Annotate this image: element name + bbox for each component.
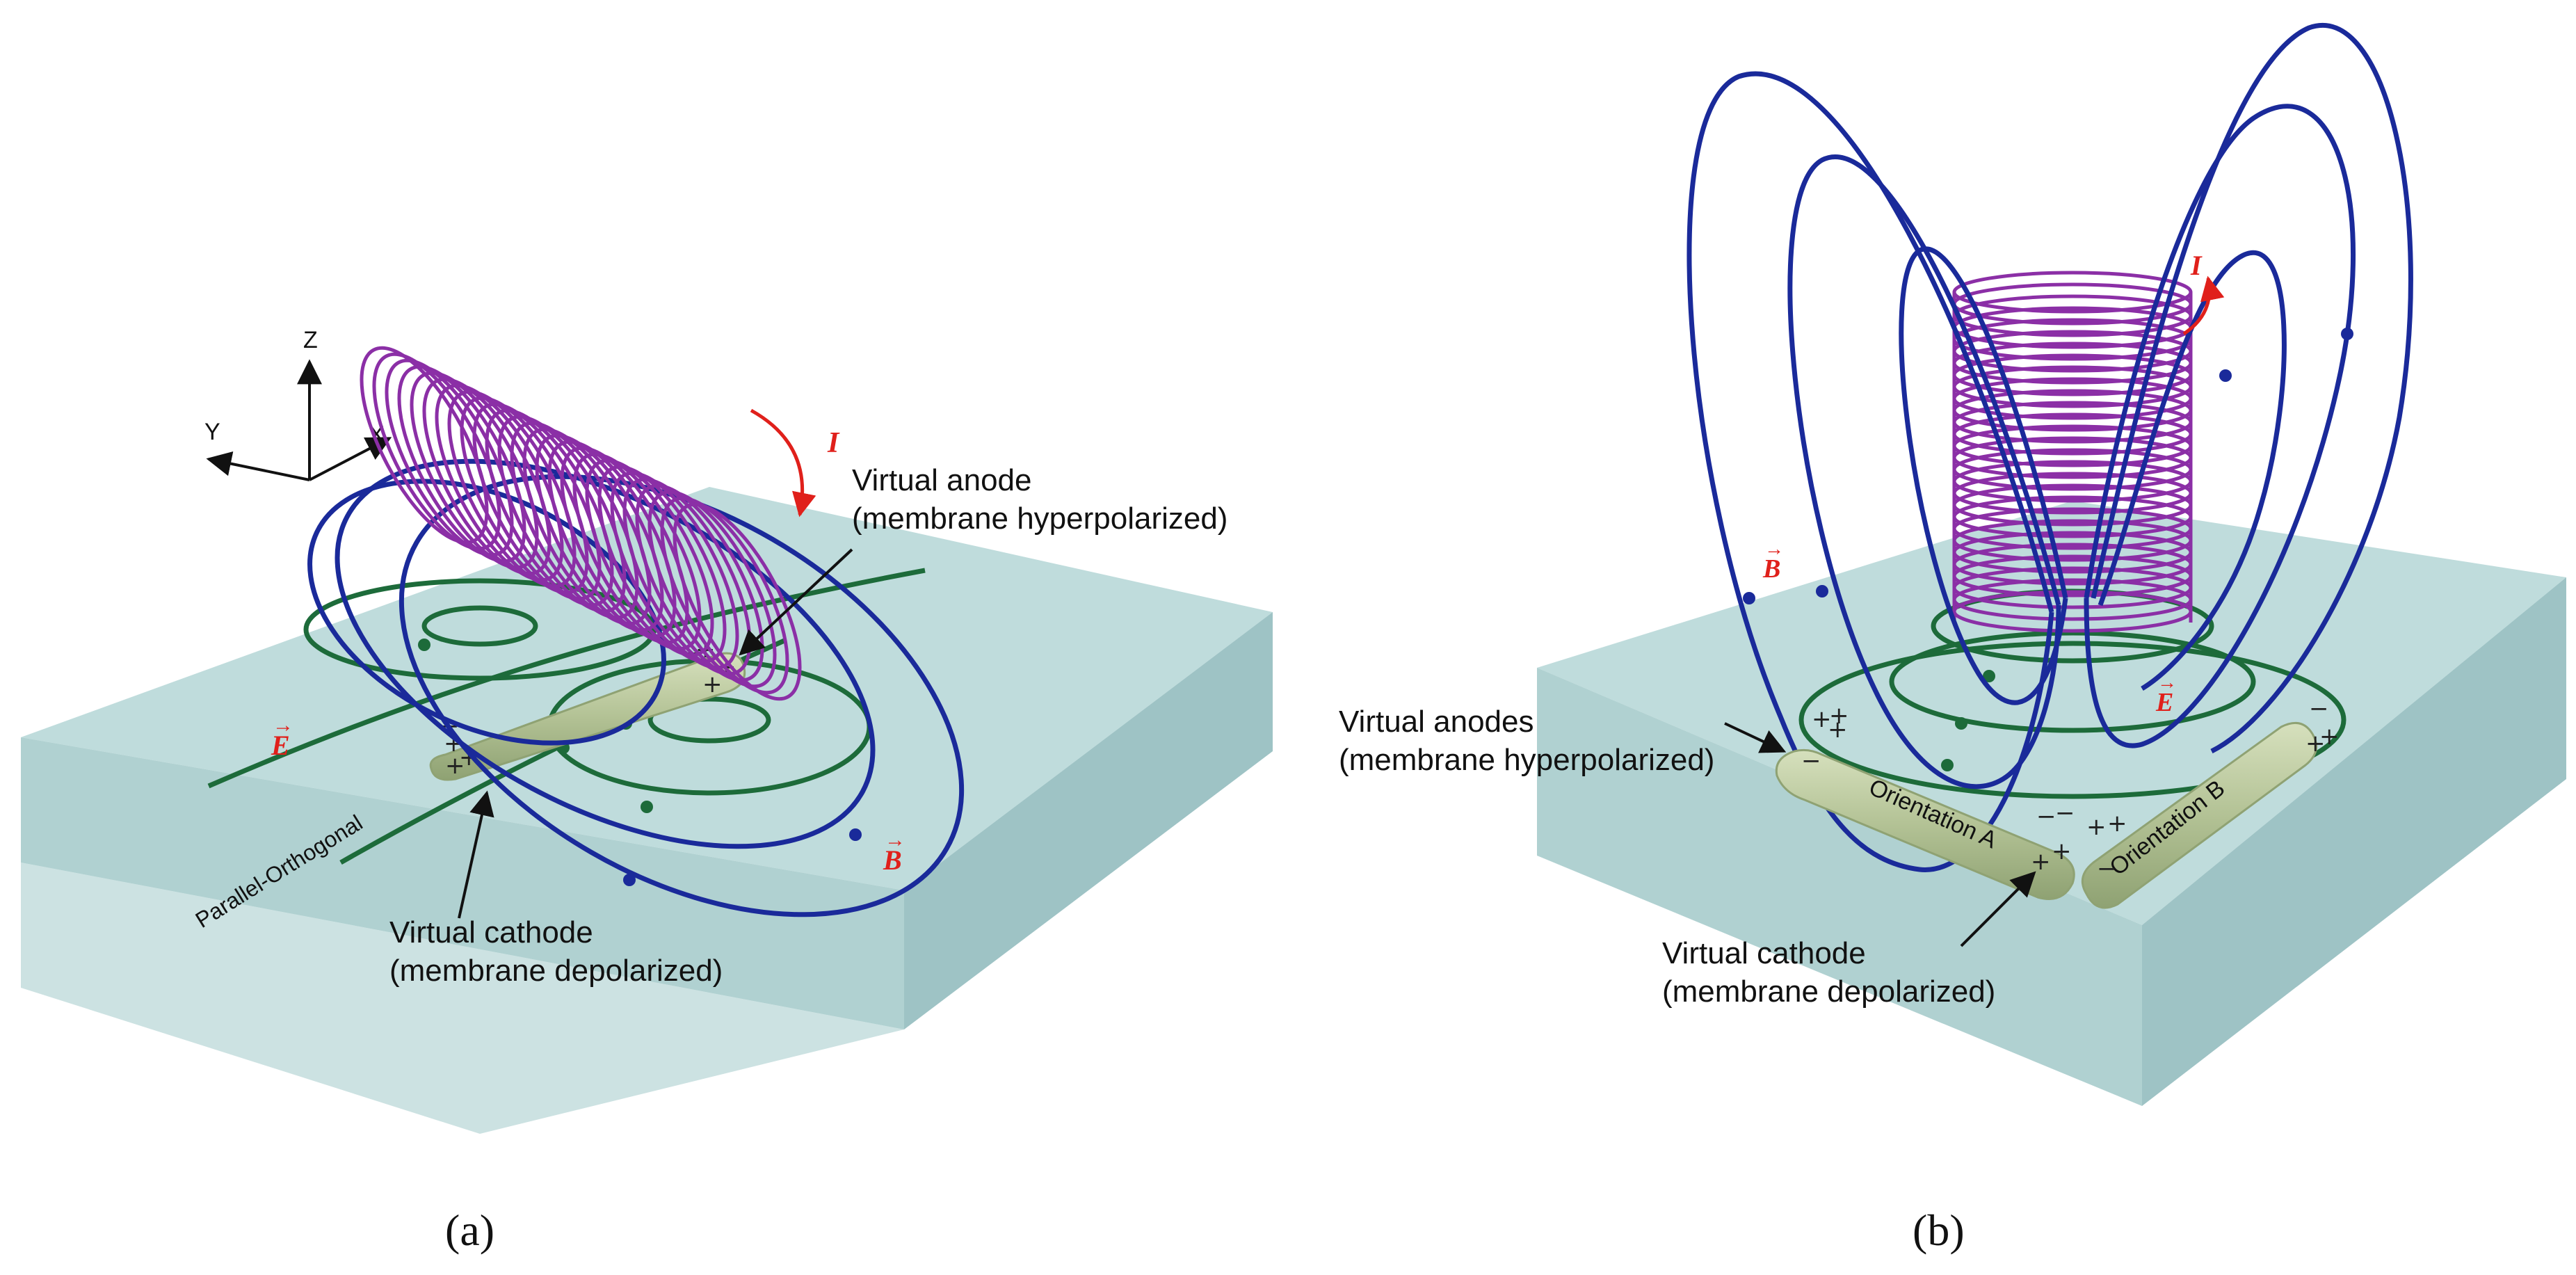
cathode-pointer-b bbox=[1960, 871, 2036, 947]
coil-turn bbox=[660, 496, 789, 695]
anodes-label-line1-b: Virtual anodes bbox=[1339, 705, 1534, 739]
cathode-label-line2-b: (membrane depolarized) bbox=[1662, 975, 1995, 1009]
e-field-arrows-b bbox=[1941, 670, 1995, 771]
svg-text:+: + bbox=[2052, 837, 2072, 865]
b-field-lines-b bbox=[1687, 23, 2413, 872]
cathode-label-line2-a: (membrane depolarized) bbox=[389, 954, 723, 988]
b-field-arrows-b bbox=[1743, 328, 2353, 604]
coil-turn bbox=[647, 490, 777, 689]
tissue-block-b bbox=[1537, 501, 2566, 1106]
svg-text:+: + bbox=[2086, 813, 2107, 841]
svg-text:−: − bbox=[2055, 799, 2075, 827]
coil-turn bbox=[1952, 460, 2193, 503]
anode-label-line2-a: (membrane hyperpolarized) bbox=[852, 502, 1227, 536]
coil-turn bbox=[635, 483, 764, 682]
e-label-a: E bbox=[271, 730, 290, 761]
svg-text:−: − bbox=[2097, 855, 2117, 883]
coil-turn bbox=[1952, 448, 2193, 491]
svg-text:+: + bbox=[445, 752, 465, 780]
svg-text:−: − bbox=[2036, 803, 2056, 831]
svg-text:+: + bbox=[1828, 716, 1848, 744]
tissue-side-face bbox=[904, 612, 1273, 1029]
membrane-charges-b: +++ − −− ++ ++ − −++ bbox=[1801, 695, 2340, 883]
b-vector-bar-b: → bbox=[1764, 538, 1784, 560]
fiber-a bbox=[429, 652, 746, 781]
svg-text:+: + bbox=[1812, 705, 1832, 733]
cathode-label-line1-a: Virtual cathode bbox=[389, 915, 593, 949]
b-label-a: B bbox=[883, 844, 902, 876]
current-arrow-b bbox=[2182, 275, 2225, 336]
coil-a bbox=[360, 346, 802, 701]
tissue-front-face bbox=[21, 737, 904, 1029]
anode-pointer-a bbox=[739, 548, 853, 656]
cathode-pointer-a bbox=[458, 790, 494, 919]
svg-text:−: − bbox=[2309, 695, 2329, 723]
svg-text:+: + bbox=[2319, 723, 2340, 751]
current-label-b: I bbox=[2190, 250, 2203, 281]
b-vector-bar-a: → bbox=[885, 828, 905, 851]
svg-text:+: + bbox=[1829, 702, 1849, 730]
svg-text:+: + bbox=[702, 671, 723, 698]
axis-z-label: Z bbox=[303, 327, 318, 353]
b-label-b: B bbox=[1762, 554, 1780, 584]
caption-b: (b) bbox=[1913, 1205, 1965, 1255]
y-axis bbox=[206, 451, 310, 481]
e-field-lines-b bbox=[1798, 588, 2346, 799]
cathode-label-line1-b: Virtual cathode bbox=[1662, 936, 1866, 970]
current-label-a: I bbox=[827, 427, 840, 459]
anode-label-line1-a: Virtual anode bbox=[852, 463, 1032, 497]
e-vector-bar-b: → bbox=[2157, 672, 2177, 693]
caption-a: (a) bbox=[445, 1205, 494, 1255]
svg-text:−: − bbox=[1801, 747, 1821, 775]
svg-text:+: + bbox=[2107, 810, 2127, 837]
anodes-label-line2-b: (membrane hyperpolarized) bbox=[1339, 743, 1714, 777]
current-arrow-a bbox=[750, 408, 816, 518]
coil-turn bbox=[1952, 436, 2193, 479]
panel-b: Orientation A Orientation B +++ − −− ++ … bbox=[1339, 23, 2566, 1255]
e-label-b: E bbox=[2155, 688, 2173, 717]
tissue-top-face bbox=[1537, 501, 2566, 925]
tissue-side-face bbox=[2142, 577, 2566, 1106]
axis-y-label: Y bbox=[204, 419, 220, 445]
anodes-pointer-b bbox=[1724, 722, 1787, 753]
svg-text:+: + bbox=[2031, 848, 2051, 876]
panel-a: Z Y X +++ − +++ − bbox=[21, 327, 1273, 1255]
fiber-orientation-a bbox=[1775, 748, 2075, 900]
tissue-bottom-shade bbox=[21, 863, 904, 1134]
b-field-arrows-a bbox=[623, 828, 862, 886]
coil-turn bbox=[673, 502, 802, 701]
fiber-orientation-b bbox=[2081, 721, 2318, 909]
svg-text:+: + bbox=[2305, 730, 2326, 757]
e-vector-bar-a: → bbox=[273, 714, 293, 737]
tissue-front-face bbox=[1537, 668, 2142, 1106]
